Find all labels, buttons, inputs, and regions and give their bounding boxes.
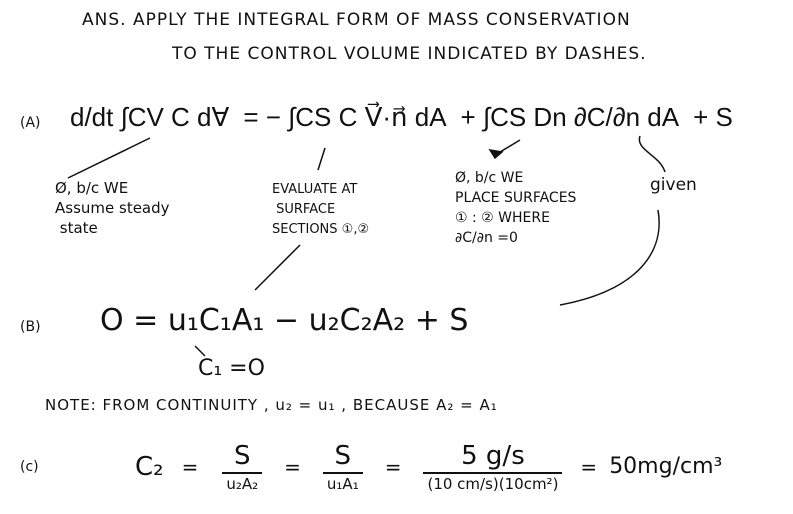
arrow-c1-zero: [194, 345, 206, 357]
equals: =: [284, 455, 301, 479]
arrow-to-c1: [254, 244, 301, 291]
eq-c-lhs: C₂: [135, 452, 164, 482]
eq-a-label: (A): [20, 115, 41, 131]
eq-c-result: 50mg/cm³: [609, 454, 723, 479]
continuity-note: NOTE: FROM CONTINUITY , u₂ = u₁ , BECAUS…: [45, 396, 498, 414]
eq-a-advection-term: = − ∫CS C V⃗·n⃗ dA: [243, 102, 447, 132]
arrowhead: [488, 148, 504, 160]
denominator: u₁A₁: [322, 471, 363, 492]
eq-b-note: C₁ =O: [198, 356, 265, 381]
arrow-to-s: [559, 209, 660, 306]
line-source: [638, 135, 666, 173]
note-steady-state: Ø, b/c WE Assume steady state: [55, 179, 170, 237]
numerator: S: [233, 440, 251, 471]
line-advection: [317, 147, 326, 171]
equals: =: [384, 455, 402, 479]
note-given: given: [650, 175, 697, 195]
eq-a-equation: d/dt ∫CV C d∀ = − ∫CS C V⃗·n⃗ dA + ∫CS D…: [70, 104, 733, 130]
equals: =: [181, 455, 199, 479]
header-line-1: ANS. APPLY THE INTEGRAL FORM OF MASS CON…: [82, 10, 631, 30]
denominator: (10 cm/s)(10cm²): [423, 471, 563, 492]
numerator: 5 g/s: [461, 440, 525, 471]
arrow-lhs: [67, 137, 151, 179]
note-zero-gradient: Ø, b/c WE PLACE SURFACES ① : ② WHERE ∂C/…: [455, 170, 577, 246]
eq-a-source-term: + S: [693, 102, 733, 132]
eq-b-label: (B): [20, 319, 41, 335]
denominator: u₂A₂: [222, 471, 263, 492]
header-line-2: TO THE CONTROL VOLUME INDICATED BY DASHE…: [172, 44, 647, 64]
equals: =: [580, 455, 598, 479]
fraction-3: 5 g/s(10 cm/s)(10cm²): [423, 440, 563, 492]
eq-a-diffusion-term: + ∫CS Dn ∂C/∂n dA: [460, 102, 680, 132]
eq-c-label: (c): [20, 459, 39, 475]
eq-b-equation: O = u₁C₁A₁ − u₂C₂A₂ + S: [100, 303, 469, 338]
numerator: S: [334, 440, 352, 471]
eq-a-lhs: d/dt ∫CV C d∀: [70, 102, 230, 132]
note-evaluate-surfaces: EVALUATE AT SURFACE SECTIONS ①,②: [272, 182, 370, 237]
